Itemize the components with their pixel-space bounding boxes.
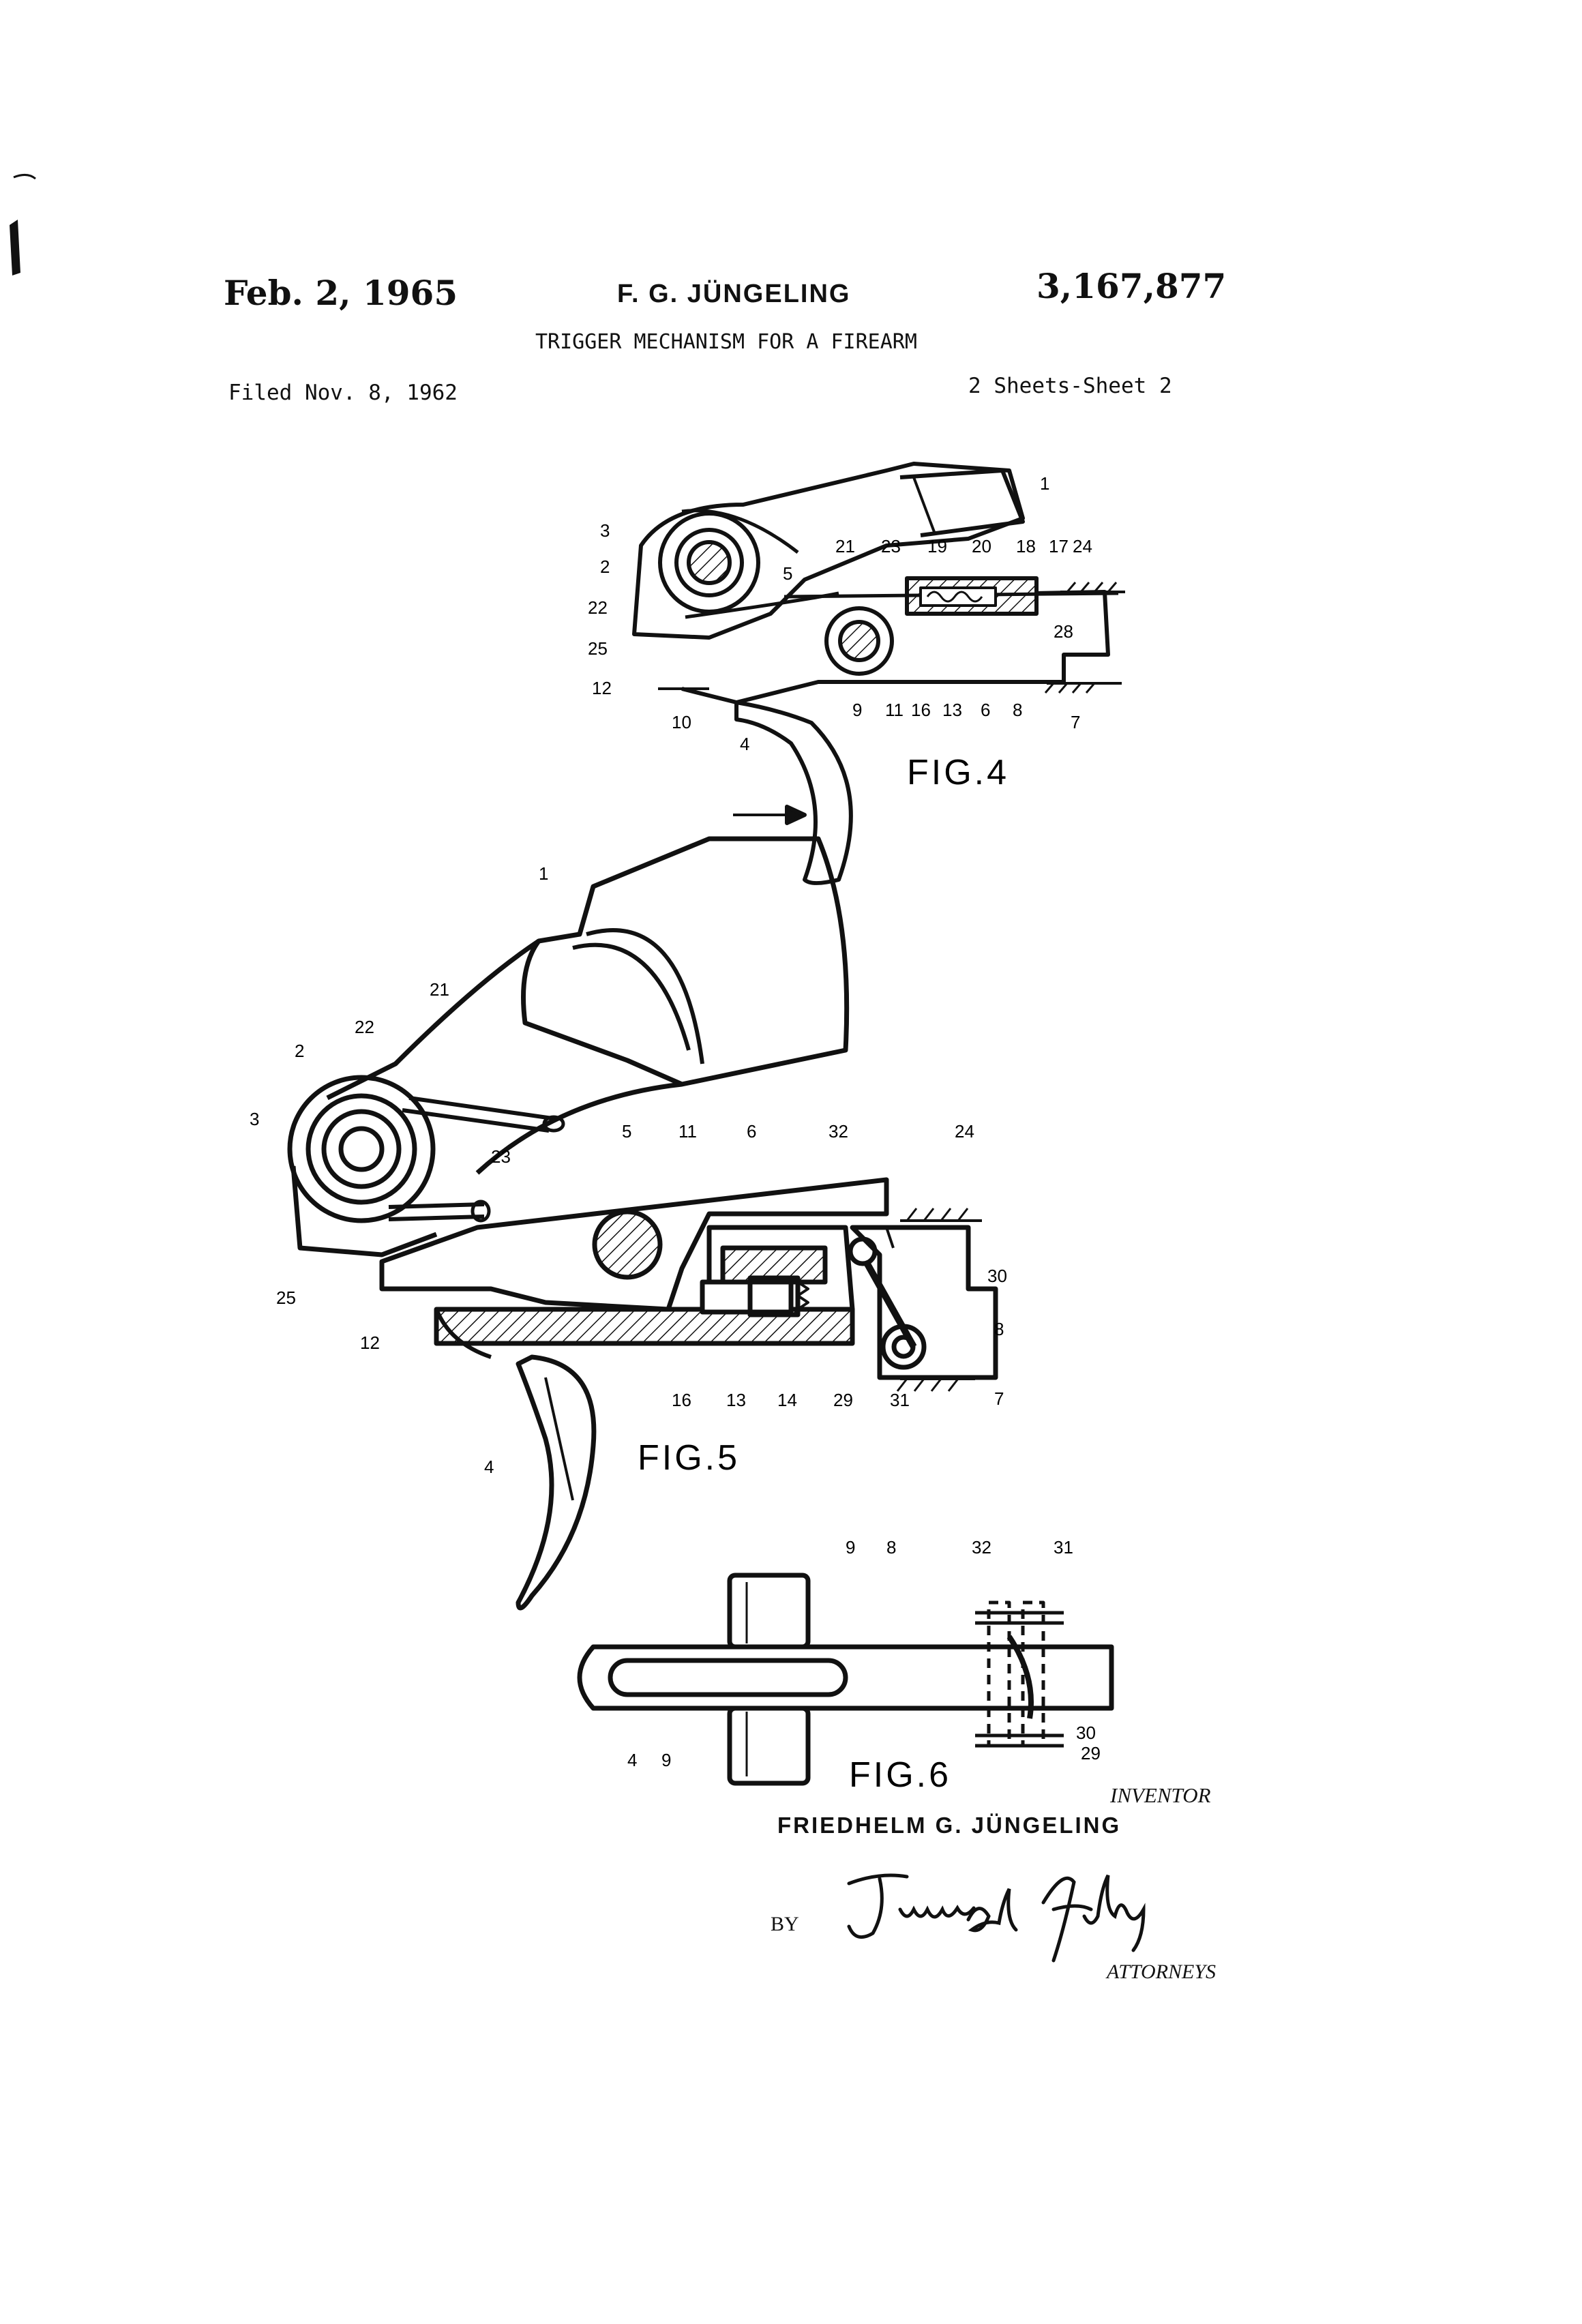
fig4-ref-13: 13 bbox=[942, 700, 962, 720]
fig5-ref-32: 32 bbox=[829, 1121, 848, 1142]
fig5-drawing bbox=[290, 839, 996, 1608]
inventor-name: FRIEDHELM G. JÜNGELING bbox=[777, 1813, 1121, 1838]
fig6-drawing bbox=[580, 1575, 1111, 1783]
fig6-ref-9-bottom: 9 bbox=[661, 1750, 671, 1770]
fig5-ref-22: 22 bbox=[355, 1017, 374, 1037]
fig4-ref-6: 6 bbox=[981, 700, 990, 720]
fig5-ref-25: 25 bbox=[276, 1287, 296, 1308]
fig4-ref-5: 5 bbox=[783, 563, 792, 584]
by-label: BY bbox=[771, 1913, 799, 1936]
fig4-ref-7: 7 bbox=[1071, 712, 1080, 732]
fig4-drawing bbox=[634, 464, 1125, 883]
fig5-ref-12: 12 bbox=[360, 1332, 380, 1353]
fig4-ref-18: 18 bbox=[1016, 536, 1036, 556]
fig5-ref-24: 24 bbox=[955, 1121, 974, 1142]
fig5-ref-4: 4 bbox=[484, 1457, 494, 1477]
scan-mark bbox=[10, 175, 35, 275]
fig5-ref-8: 8 bbox=[994, 1319, 1004, 1339]
fig4-ref-1: 1 bbox=[1040, 473, 1049, 494]
fig6-ref-30: 30 bbox=[1076, 1723, 1096, 1743]
fig5-ref-30: 30 bbox=[987, 1266, 1007, 1286]
attorney-signature bbox=[849, 1875, 1144, 1961]
fig5-ref-3: 3 bbox=[250, 1109, 259, 1129]
fig4-ref-9: 9 bbox=[852, 700, 862, 720]
fig5-ref-5: 5 bbox=[622, 1121, 631, 1142]
fig5-ref-16: 16 bbox=[672, 1390, 691, 1410]
fig5-ref-29: 29 bbox=[833, 1390, 853, 1410]
fig5-ref-21: 21 bbox=[430, 979, 449, 1000]
attorneys-label: ATTORNEYS bbox=[1107, 1961, 1216, 1984]
fig4-ref-11: 11 bbox=[885, 700, 904, 720]
fig6-ref-8: 8 bbox=[886, 1537, 896, 1558]
fig4-ref-4: 4 bbox=[740, 734, 749, 754]
fig5-ref-14: 14 bbox=[777, 1390, 797, 1410]
fig5-ref-6: 6 bbox=[747, 1121, 756, 1142]
fig4-ref-3: 3 bbox=[600, 520, 610, 541]
fig4-ref-23: 23 bbox=[881, 536, 901, 556]
fig6-ref-32: 32 bbox=[972, 1537, 991, 1558]
fig6-ref-31: 31 bbox=[1054, 1537, 1073, 1558]
fig4-label: FIG.4 bbox=[907, 753, 1009, 792]
fig6-ref-29: 29 bbox=[1081, 1743, 1101, 1763]
fig5-ref-1: 1 bbox=[539, 863, 548, 884]
fig4-ref-12: 12 bbox=[592, 678, 612, 698]
fig4-ref-17: 17 bbox=[1049, 536, 1069, 556]
fig4-ref-21: 21 bbox=[835, 536, 855, 556]
fig4-ref-2: 2 bbox=[600, 556, 610, 577]
fig6-ref-9-top: 9 bbox=[846, 1537, 855, 1558]
fig6-label: FIG.6 bbox=[849, 1755, 951, 1795]
fig5-ref-31: 31 bbox=[890, 1390, 910, 1410]
fig5-ref-7: 7 bbox=[994, 1388, 1004, 1409]
fig5-ref-2: 2 bbox=[295, 1041, 304, 1061]
fig6-ref-4: 4 bbox=[627, 1750, 637, 1770]
fig4-ref-8: 8 bbox=[1013, 700, 1022, 720]
fig4-ref-25: 25 bbox=[588, 638, 608, 659]
inventor-label: INVENTOR bbox=[1110, 1783, 1211, 1808]
fig4-ref-28: 28 bbox=[1054, 621, 1073, 642]
fig5-ref-11: 11 bbox=[678, 1121, 697, 1142]
fig4-ref-24: 24 bbox=[1073, 536, 1092, 556]
fig5-label: FIG.5 bbox=[638, 1438, 740, 1478]
fig5-ref-23: 23 bbox=[491, 1146, 511, 1167]
fig4-ref-10: 10 bbox=[672, 712, 691, 732]
fig4-ref-20: 20 bbox=[972, 536, 991, 556]
fig4-ref-22: 22 bbox=[588, 597, 608, 618]
fig5-ref-13: 13 bbox=[726, 1390, 746, 1410]
fig4-ref-19: 19 bbox=[927, 536, 947, 556]
fig4-ref-16: 16 bbox=[911, 700, 931, 720]
